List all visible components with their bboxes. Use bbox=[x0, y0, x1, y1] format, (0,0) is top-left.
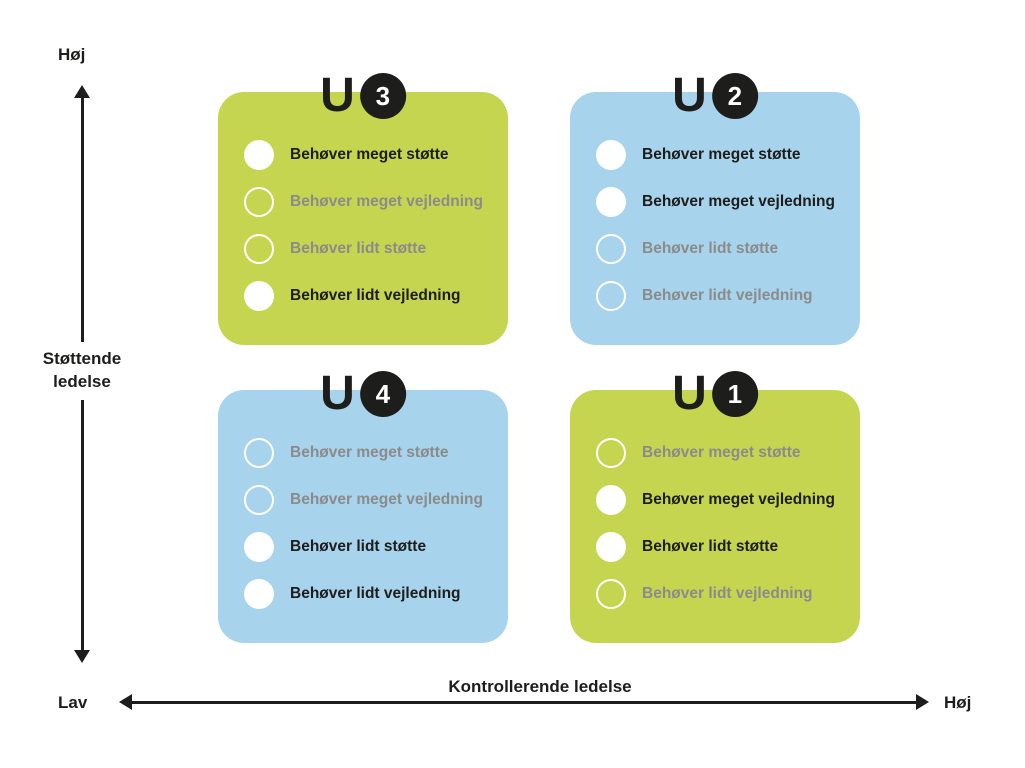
quadrant-card-u4: U 4 Behøver meget støtte Behøver meget v… bbox=[218, 370, 508, 643]
item-label: Behøver meget vejledning bbox=[290, 193, 483, 210]
badge-number-circle: 4 bbox=[359, 371, 406, 417]
circle-marker-icon bbox=[244, 532, 274, 562]
badge-number-circle: 2 bbox=[711, 73, 758, 119]
badge-letter: U bbox=[320, 69, 355, 122]
item-list: Behøver meget støtte Behøver meget vejle… bbox=[596, 438, 844, 609]
list-item: Behøver meget støtte bbox=[244, 140, 492, 170]
item-label: Behøver lidt vejledning bbox=[642, 585, 813, 602]
x-axis-line bbox=[130, 701, 918, 704]
item-list: Behøver meget støtte Behøver meget vejle… bbox=[596, 140, 844, 311]
list-item: Behøver meget støtte bbox=[596, 140, 844, 170]
y-axis-bottom-label: Lav bbox=[58, 693, 88, 712]
x-axis-right-label: Høj bbox=[944, 693, 972, 712]
arrow-down-icon bbox=[74, 650, 90, 663]
quadrant-badge: U 1 bbox=[672, 370, 758, 418]
list-item: Behøver meget vejledning bbox=[244, 485, 492, 515]
list-item: Behøver lidt vejledning bbox=[596, 281, 844, 311]
quadrant-badge: U 3 bbox=[320, 72, 406, 120]
item-label: Behøver meget støtte bbox=[642, 146, 801, 163]
list-item: Behøver lidt støtte bbox=[244, 234, 492, 264]
circle-marker-icon bbox=[244, 140, 274, 170]
list-item: Behøver meget støtte bbox=[244, 438, 492, 468]
badge-number: 4 bbox=[375, 378, 391, 409]
circle-marker-icon bbox=[244, 579, 274, 609]
circle-marker-icon bbox=[596, 187, 626, 217]
list-item: Behøver lidt støtte bbox=[596, 532, 844, 562]
item-label: Behøver lidt støtte bbox=[290, 240, 427, 257]
badge-number: 3 bbox=[375, 80, 391, 111]
item-label: Behøver lidt vejledning bbox=[642, 287, 813, 304]
item-label: Behøver meget vejledning bbox=[642, 491, 835, 508]
circle-marker-icon bbox=[244, 234, 274, 264]
badge-number: 2 bbox=[727, 80, 743, 111]
circle-marker-icon bbox=[596, 234, 626, 264]
y-axis-top-label: Høj bbox=[58, 45, 86, 64]
item-label: Behøver lidt støtte bbox=[642, 240, 779, 257]
circle-marker-icon bbox=[244, 438, 274, 468]
circle-marker-icon bbox=[244, 187, 274, 217]
badge-number: 1 bbox=[727, 378, 743, 409]
list-item: Behøver meget vejledning bbox=[596, 187, 844, 217]
item-label: Behøver meget vejledning bbox=[290, 491, 483, 508]
quadrant-badge: U 4 bbox=[320, 370, 406, 418]
item-label: Behøver meget støtte bbox=[290, 444, 449, 461]
list-item: Behøver lidt vejledning bbox=[596, 579, 844, 609]
badge-letter: U bbox=[320, 367, 355, 420]
quadrant-card-u1: U 1 Behøver meget støtte Behøver meget v… bbox=[570, 370, 860, 643]
badge-letter: U bbox=[672, 367, 707, 420]
item-label: Behøver meget støtte bbox=[642, 444, 801, 461]
item-list: Behøver meget støtte Behøver meget vejle… bbox=[244, 140, 492, 311]
y-axis-title: Støttende ledelse bbox=[12, 342, 152, 400]
list-item: Behøver lidt støtte bbox=[244, 532, 492, 562]
list-item: Behøver lidt vejledning bbox=[244, 579, 492, 609]
circle-marker-icon bbox=[596, 579, 626, 609]
list-item: Behøver meget vejledning bbox=[596, 485, 844, 515]
list-item: Behøver lidt støtte bbox=[596, 234, 844, 264]
circle-marker-icon bbox=[596, 485, 626, 515]
item-label: Behøver meget vejledning bbox=[642, 193, 835, 210]
badge-number-circle: 3 bbox=[359, 73, 406, 119]
quadrant-card-u2: U 2 Behøver meget støtte Behøver meget v… bbox=[570, 72, 860, 345]
circle-marker-icon bbox=[596, 140, 626, 170]
circle-marker-icon bbox=[596, 438, 626, 468]
list-item: Behøver lidt vejledning bbox=[244, 281, 492, 311]
item-list: Behøver meget støtte Behøver meget vejle… bbox=[244, 438, 492, 609]
circle-marker-icon bbox=[244, 485, 274, 515]
circle-marker-icon bbox=[244, 281, 274, 311]
badge-letter: U bbox=[672, 69, 707, 122]
item-label: Behøver lidt støtte bbox=[290, 538, 427, 555]
list-item: Behøver meget støtte bbox=[596, 438, 844, 468]
badge-number-circle: 1 bbox=[711, 371, 758, 417]
item-label: Behøver lidt vejledning bbox=[290, 287, 461, 304]
arrow-left-icon bbox=[119, 694, 132, 710]
quadrant-card-u3: U 3 Behøver meget støtte Behøver meget v… bbox=[218, 72, 508, 345]
list-item: Behøver meget vejledning bbox=[244, 187, 492, 217]
x-axis-title: Kontrollerende ledelse bbox=[440, 674, 640, 701]
circle-marker-icon bbox=[596, 532, 626, 562]
item-label: Behøver lidt støtte bbox=[642, 538, 779, 555]
item-label: Behøver lidt vejledning bbox=[290, 585, 461, 602]
quadrant-badge: U 2 bbox=[672, 72, 758, 120]
arrow-up-icon bbox=[74, 85, 90, 98]
circle-marker-icon bbox=[596, 281, 626, 311]
arrow-right-icon bbox=[916, 694, 929, 710]
item-label: Behøver meget støtte bbox=[290, 146, 449, 163]
